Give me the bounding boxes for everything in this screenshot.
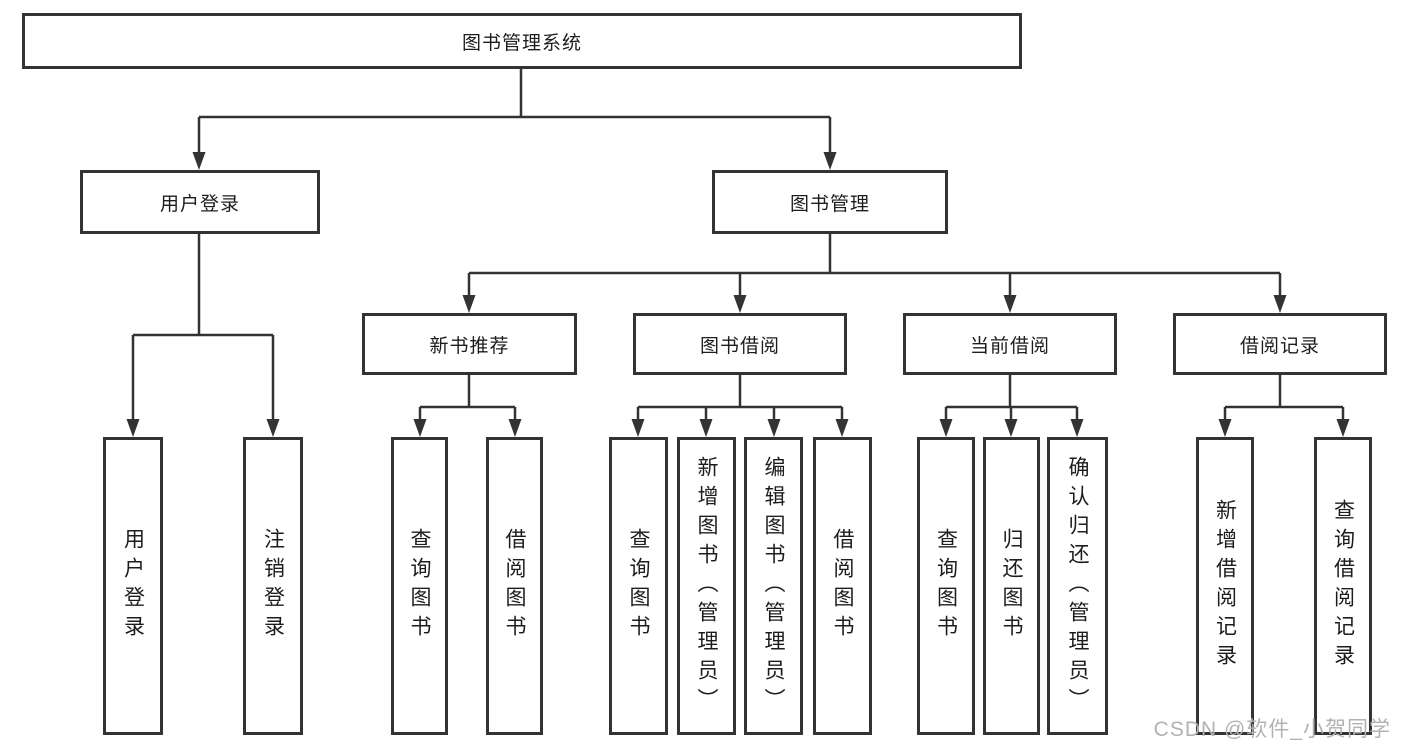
node-label: 注销登录 [261,528,285,644]
leaf-add-book-admin: 新增图书（管理员） [677,437,736,735]
node-label: 用户登录 [121,528,145,644]
node-label: 图书借阅 [699,335,780,357]
node-label: 确认归还（管理员） [1066,455,1089,717]
leaf-edit-book-admin: 编辑图书（管理员） [744,437,803,735]
leaf-query-books-recommend: 查询图书 [391,437,448,735]
node-label: 查询图书 [408,528,431,644]
node-label: 查询图书 [934,528,958,644]
node-new-book-recommendation: 新书推荐 [362,313,577,375]
leaf-logout: 注销登录 [243,437,303,735]
node-label: 图书管理系统 [461,32,582,54]
node-user-login: 用户登录 [80,170,320,234]
node-current-borrowing: 当前借阅 [903,313,1117,375]
node-label: 用户登录 [159,193,240,215]
leaf-query-borrow-record: 查询借阅记录 [1314,437,1372,735]
leaf-add-borrow-record: 新增借阅记录 [1196,437,1254,735]
node-label: 新增借阅记录 [1213,499,1237,673]
node-book-borrowing: 图书借阅 [633,313,847,375]
leaf-confirm-return-admin: 确认归还（管理员） [1047,437,1108,735]
leaf-borrow-books-borrowing: 借阅图书 [813,437,872,735]
leaf-query-books-current: 查询图书 [917,437,975,735]
node-label: 图书管理 [789,193,870,215]
node-label: 归还图书 [1000,528,1023,644]
leaf-return-books: 归还图书 [983,437,1040,735]
node-label: 编辑图书（管理员） [762,455,785,717]
node-label: 查询借阅记录 [1331,499,1355,673]
node-label: 当前借阅 [969,335,1050,357]
node-label: 查询图书 [627,528,650,644]
node-library-system: 图书管理系统 [22,13,1022,69]
node-borrowing-records: 借阅记录 [1173,313,1387,375]
leaf-borrow-books-recommend: 借阅图书 [486,437,543,735]
node-label: 借阅图书 [831,528,854,644]
leaf-user-login: 用户登录 [103,437,163,735]
node-book-management: 图书管理 [712,170,948,234]
watermark: CSDN @软件_小贺同学 [1153,718,1391,741]
node-label: 新增图书（管理员） [695,455,718,717]
leaf-query-books-borrowing: 查询图书 [609,437,668,735]
node-label: 借阅记录 [1239,335,1320,357]
node-label: 新书推荐 [429,335,510,357]
node-label: 借阅图书 [503,528,526,644]
